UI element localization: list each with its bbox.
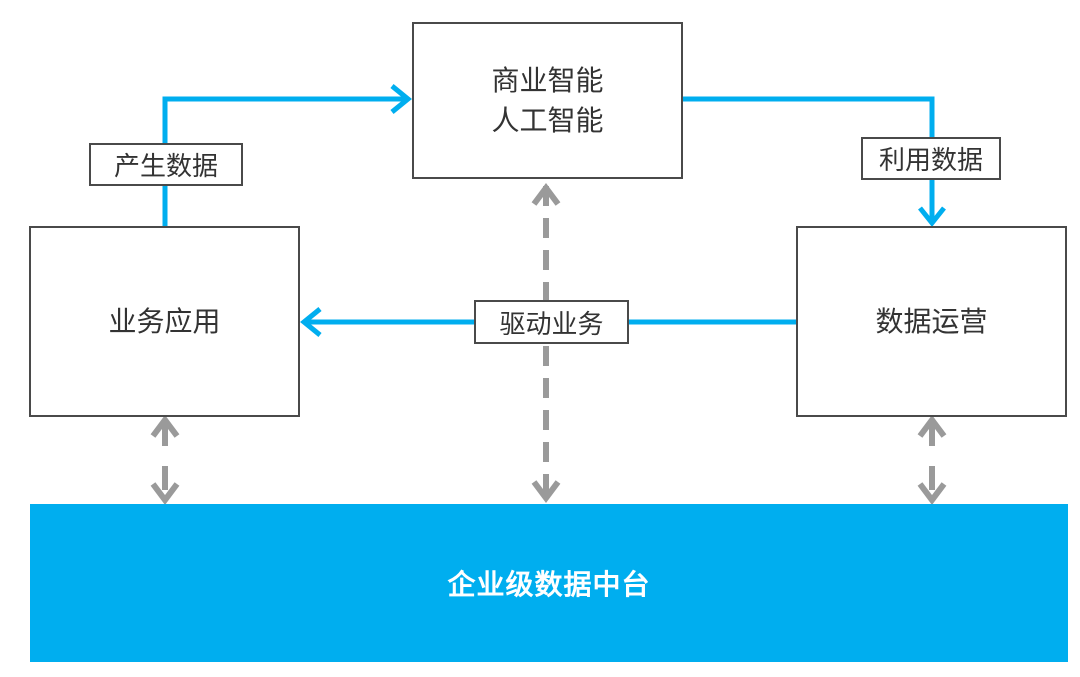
arrowhead-left-down <box>150 482 180 505</box>
arrowhead-right-up <box>917 415 947 438</box>
edge-label-drive-text: 驱动业务 <box>499 309 604 340</box>
node-platform-label: 企业级数据中台 <box>447 568 651 601</box>
node-data-ops: 数据运营 <box>796 226 1067 417</box>
arrowhead-drive-business <box>300 307 322 337</box>
node-business-label: 业务应用 <box>108 304 221 338</box>
arrowhead-dashed-center-up <box>531 183 561 206</box>
edge-label-produce-data: 产生数据 <box>89 143 243 186</box>
arrow-use-data <box>682 96 935 222</box>
node-bi-line2: 人工智能 <box>491 103 604 137</box>
arrowhead-produce-data <box>390 84 412 114</box>
arrowhead-left-up <box>150 415 180 438</box>
node-business-app: 业务应用 <box>29 226 300 417</box>
arrowhead-right-down <box>917 482 947 505</box>
node-bi-ai: 商业智能 人工智能 <box>412 22 683 179</box>
arrowhead-dashed-center-down <box>531 480 561 503</box>
edge-label-use-data: 利用数据 <box>861 137 1001 180</box>
edge-label-drive-business: 驱动业务 <box>474 300 629 344</box>
edge-label-use-text: 利用数据 <box>878 146 983 176</box>
node-bi-line1: 商业智能 <box>491 63 604 97</box>
node-data-ops-label: 数据运营 <box>875 304 988 338</box>
node-data-platform: 企业级数据中台 <box>30 504 1068 662</box>
edge-label-produce-text: 产生数据 <box>113 152 218 182</box>
arrowhead-use-data <box>918 206 946 228</box>
